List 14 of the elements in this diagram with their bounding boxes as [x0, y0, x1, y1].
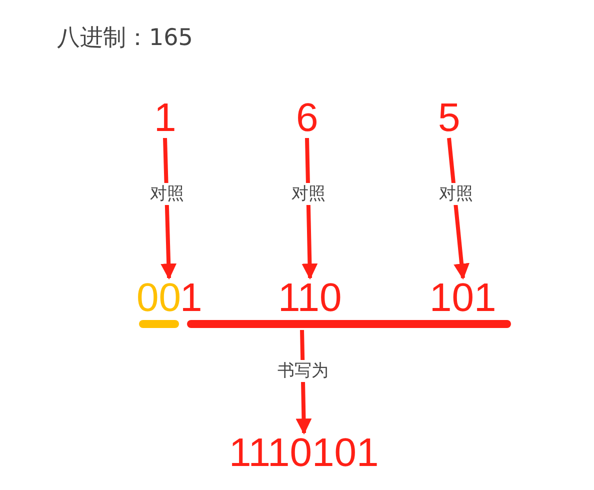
digit-text: 1: [154, 96, 176, 140]
digit-text: 5: [438, 96, 460, 140]
underline-bar: [187, 320, 511, 328]
digit-text: 6: [296, 96, 318, 140]
digit-text: 00: [136, 276, 181, 320]
digit-text: 1110101: [229, 431, 379, 475]
edge-label: 对照: [292, 183, 326, 205]
digit-text: 1: [180, 276, 202, 320]
digit-text: 101: [430, 276, 496, 320]
edge-label: 对照: [439, 183, 473, 205]
title: 八进制：165: [57, 24, 193, 52]
digit-text: 110: [278, 276, 342, 320]
edge-label: 书写为: [278, 360, 328, 382]
edge-label: 对照: [150, 183, 184, 205]
